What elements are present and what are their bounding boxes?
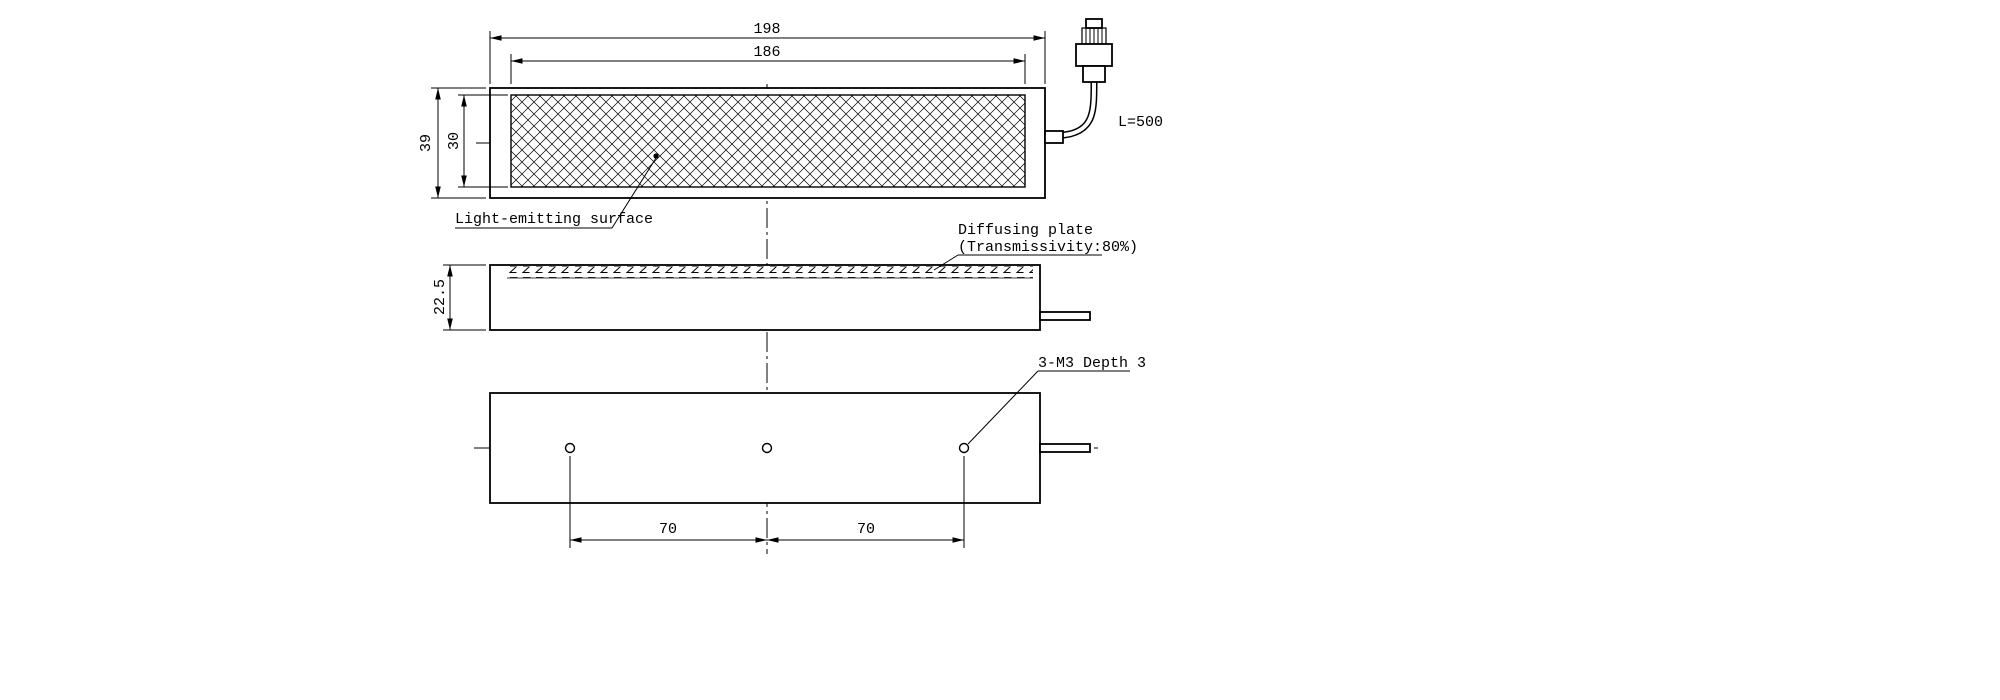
connector bbox=[1075, 18, 1113, 83]
mounting-hole-left bbox=[564, 442, 576, 454]
label-light-emitting-surface: Light-emitting surface bbox=[455, 211, 653, 228]
dim-emitting-width-value: 186 bbox=[753, 44, 780, 61]
cable-strain-relief bbox=[1044, 130, 1064, 144]
dim-emitting-height: 30 bbox=[446, 94, 508, 188]
mounting-hole-right bbox=[958, 442, 970, 454]
dim-outer-height-value: 39 bbox=[418, 134, 435, 152]
connector-body bbox=[1075, 43, 1113, 67]
cable-inner bbox=[1056, 80, 1096, 138]
mounting-hole-center bbox=[761, 442, 773, 454]
label-diffusing-plate: Diffusing plate bbox=[958, 222, 1093, 239]
dim-outer-width: 198 bbox=[489, 21, 1046, 84]
dim-body-thickness-value: 22.5 bbox=[432, 279, 449, 315]
leader-dot bbox=[653, 153, 659, 159]
leader-mounting-holes bbox=[967, 370, 1039, 445]
dim-outer-height: 39 bbox=[418, 87, 486, 199]
cable-stub-side bbox=[1039, 311, 1091, 321]
cable-outer bbox=[1054, 78, 1098, 140]
dim-hole-pitch-right-value: 70 bbox=[857, 521, 875, 538]
leader-light-emitting-surface bbox=[611, 157, 657, 229]
light-emitting-surface-hatch bbox=[510, 94, 1026, 188]
leader-diffusing-plate bbox=[933, 254, 959, 271]
label-mounting-holes-group: 3-M3 Depth 3 bbox=[967, 355, 1146, 445]
top-view bbox=[489, 87, 1046, 199]
connector-crimp bbox=[1081, 27, 1107, 45]
dim-emitting-width: 186 bbox=[510, 44, 1026, 84]
connector-neck bbox=[1082, 65, 1106, 83]
bottom-view bbox=[489, 392, 1091, 504]
cable-stub-bottom bbox=[1039, 443, 1091, 453]
dim-body-thickness: 22.5 bbox=[432, 264, 486, 331]
dim-hole-pitch-left-value: 70 bbox=[659, 521, 677, 538]
connector-tip bbox=[1085, 18, 1103, 29]
cable-assembly: L=500 bbox=[1044, 18, 1163, 144]
label-transmissivity: (Transmissivity:80%) bbox=[958, 239, 1138, 256]
label-cable-length: L=500 bbox=[1118, 114, 1163, 131]
side-view bbox=[489, 264, 1091, 331]
label-mounting-holes: 3-M3 Depth 3 bbox=[1038, 355, 1146, 372]
label-diffusing-plate-group: Diffusing plate (Transmissivity:80%) bbox=[933, 222, 1138, 271]
dim-hole-pitch: 70 70 bbox=[569, 456, 965, 548]
label-light-emitting-surface-group: Light-emitting surface bbox=[455, 153, 659, 229]
dim-emitting-height-value: 30 bbox=[446, 132, 463, 150]
diffusing-plate-hatch bbox=[507, 266, 1033, 278]
dim-outer-width-value: 198 bbox=[753, 21, 780, 38]
